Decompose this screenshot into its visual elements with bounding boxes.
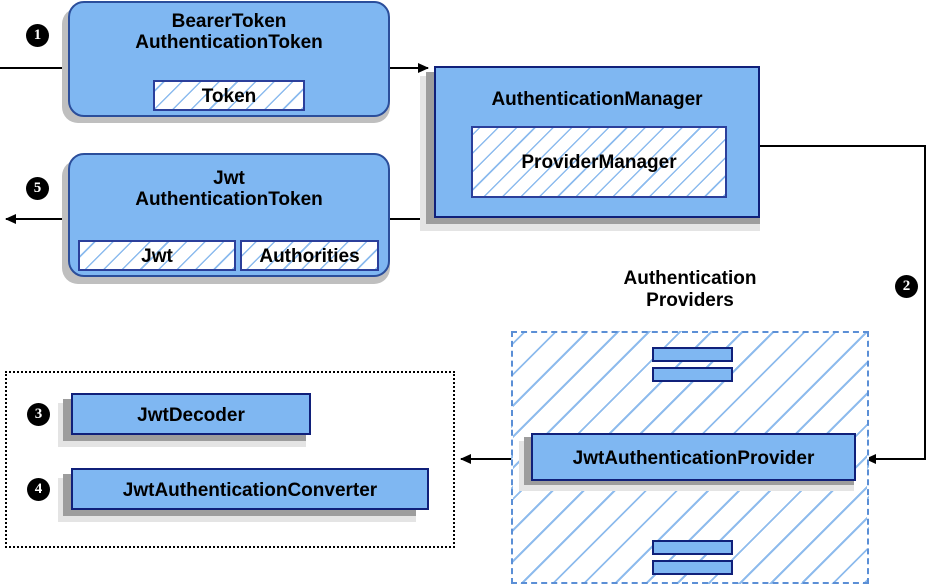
step-badge-3: 3	[27, 403, 50, 426]
authentication-manager-node[interactable]: AuthenticationManager ProviderManager	[434, 66, 760, 218]
jwt-token-inner-jwt-label: Jwt	[141, 246, 173, 267]
provider-stub-top-1	[652, 347, 733, 362]
provider-manager-label: ProviderManager	[521, 152, 677, 173]
jwt-authentication-converter-label: JwtAuthenticationConverter	[122, 480, 378, 501]
authentication-providers-caption-line2: Providers	[646, 289, 734, 311]
provider-stub-bottom-2	[652, 560, 733, 575]
provider-stub-top-2	[652, 367, 733, 382]
bearer-token-title-line1: BearerToken	[171, 11, 287, 32]
jwt-token-title-line1: Jwt	[213, 168, 245, 189]
provider-stub-bottom-1	[652, 540, 733, 555]
bearer-token-inner-token: Token	[153, 80, 305, 111]
bearer-token-title: BearerToken AuthenticationToken	[70, 11, 388, 54]
bearer-token-title-line2: AuthenticationToken	[135, 32, 323, 54]
step-badge-4: 4	[27, 478, 50, 501]
jwt-authentication-provider-label: JwtAuthenticationProvider	[572, 448, 815, 469]
bearer-token-node[interactable]: BearerToken AuthenticationToken Token	[68, 1, 390, 117]
jwt-decoder-node[interactable]: JwtDecoder	[71, 393, 311, 435]
connector-manager-to-provider	[760, 145, 926, 464]
step-badge-1: 1	[26, 24, 49, 47]
jwt-decoder-label: JwtDecoder	[137, 405, 245, 426]
authentication-manager-title: AuthenticationManager	[491, 89, 703, 110]
step-badge-5: 5	[26, 177, 49, 200]
authentication-providers-caption: Authentication Providers	[565, 268, 815, 311]
jwt-token-inner-authorities-label: Authorities	[259, 246, 360, 267]
step-badge-2: 2	[895, 275, 918, 298]
jwt-token-title: Jwt AuthenticationToken	[70, 168, 388, 211]
jwt-token-inner-authorities: Authorities	[240, 240, 379, 271]
jwt-token-title-line2: AuthenticationToken	[135, 189, 323, 211]
jwt-token-node[interactable]: Jwt AuthenticationToken Jwt Authorities	[68, 153, 390, 277]
authentication-providers-caption-line1: Authentication	[623, 268, 757, 289]
jwt-authentication-provider-node[interactable]: JwtAuthenticationProvider	[531, 433, 856, 481]
jwt-token-inner-jwt: Jwt	[78, 240, 236, 271]
provider-manager-inner: ProviderManager	[471, 126, 727, 198]
jwt-authentication-converter-node[interactable]: JwtAuthenticationConverter	[71, 468, 429, 510]
jwt-support-region	[5, 371, 455, 548]
bearer-token-inner-token-label: Token	[201, 86, 257, 107]
